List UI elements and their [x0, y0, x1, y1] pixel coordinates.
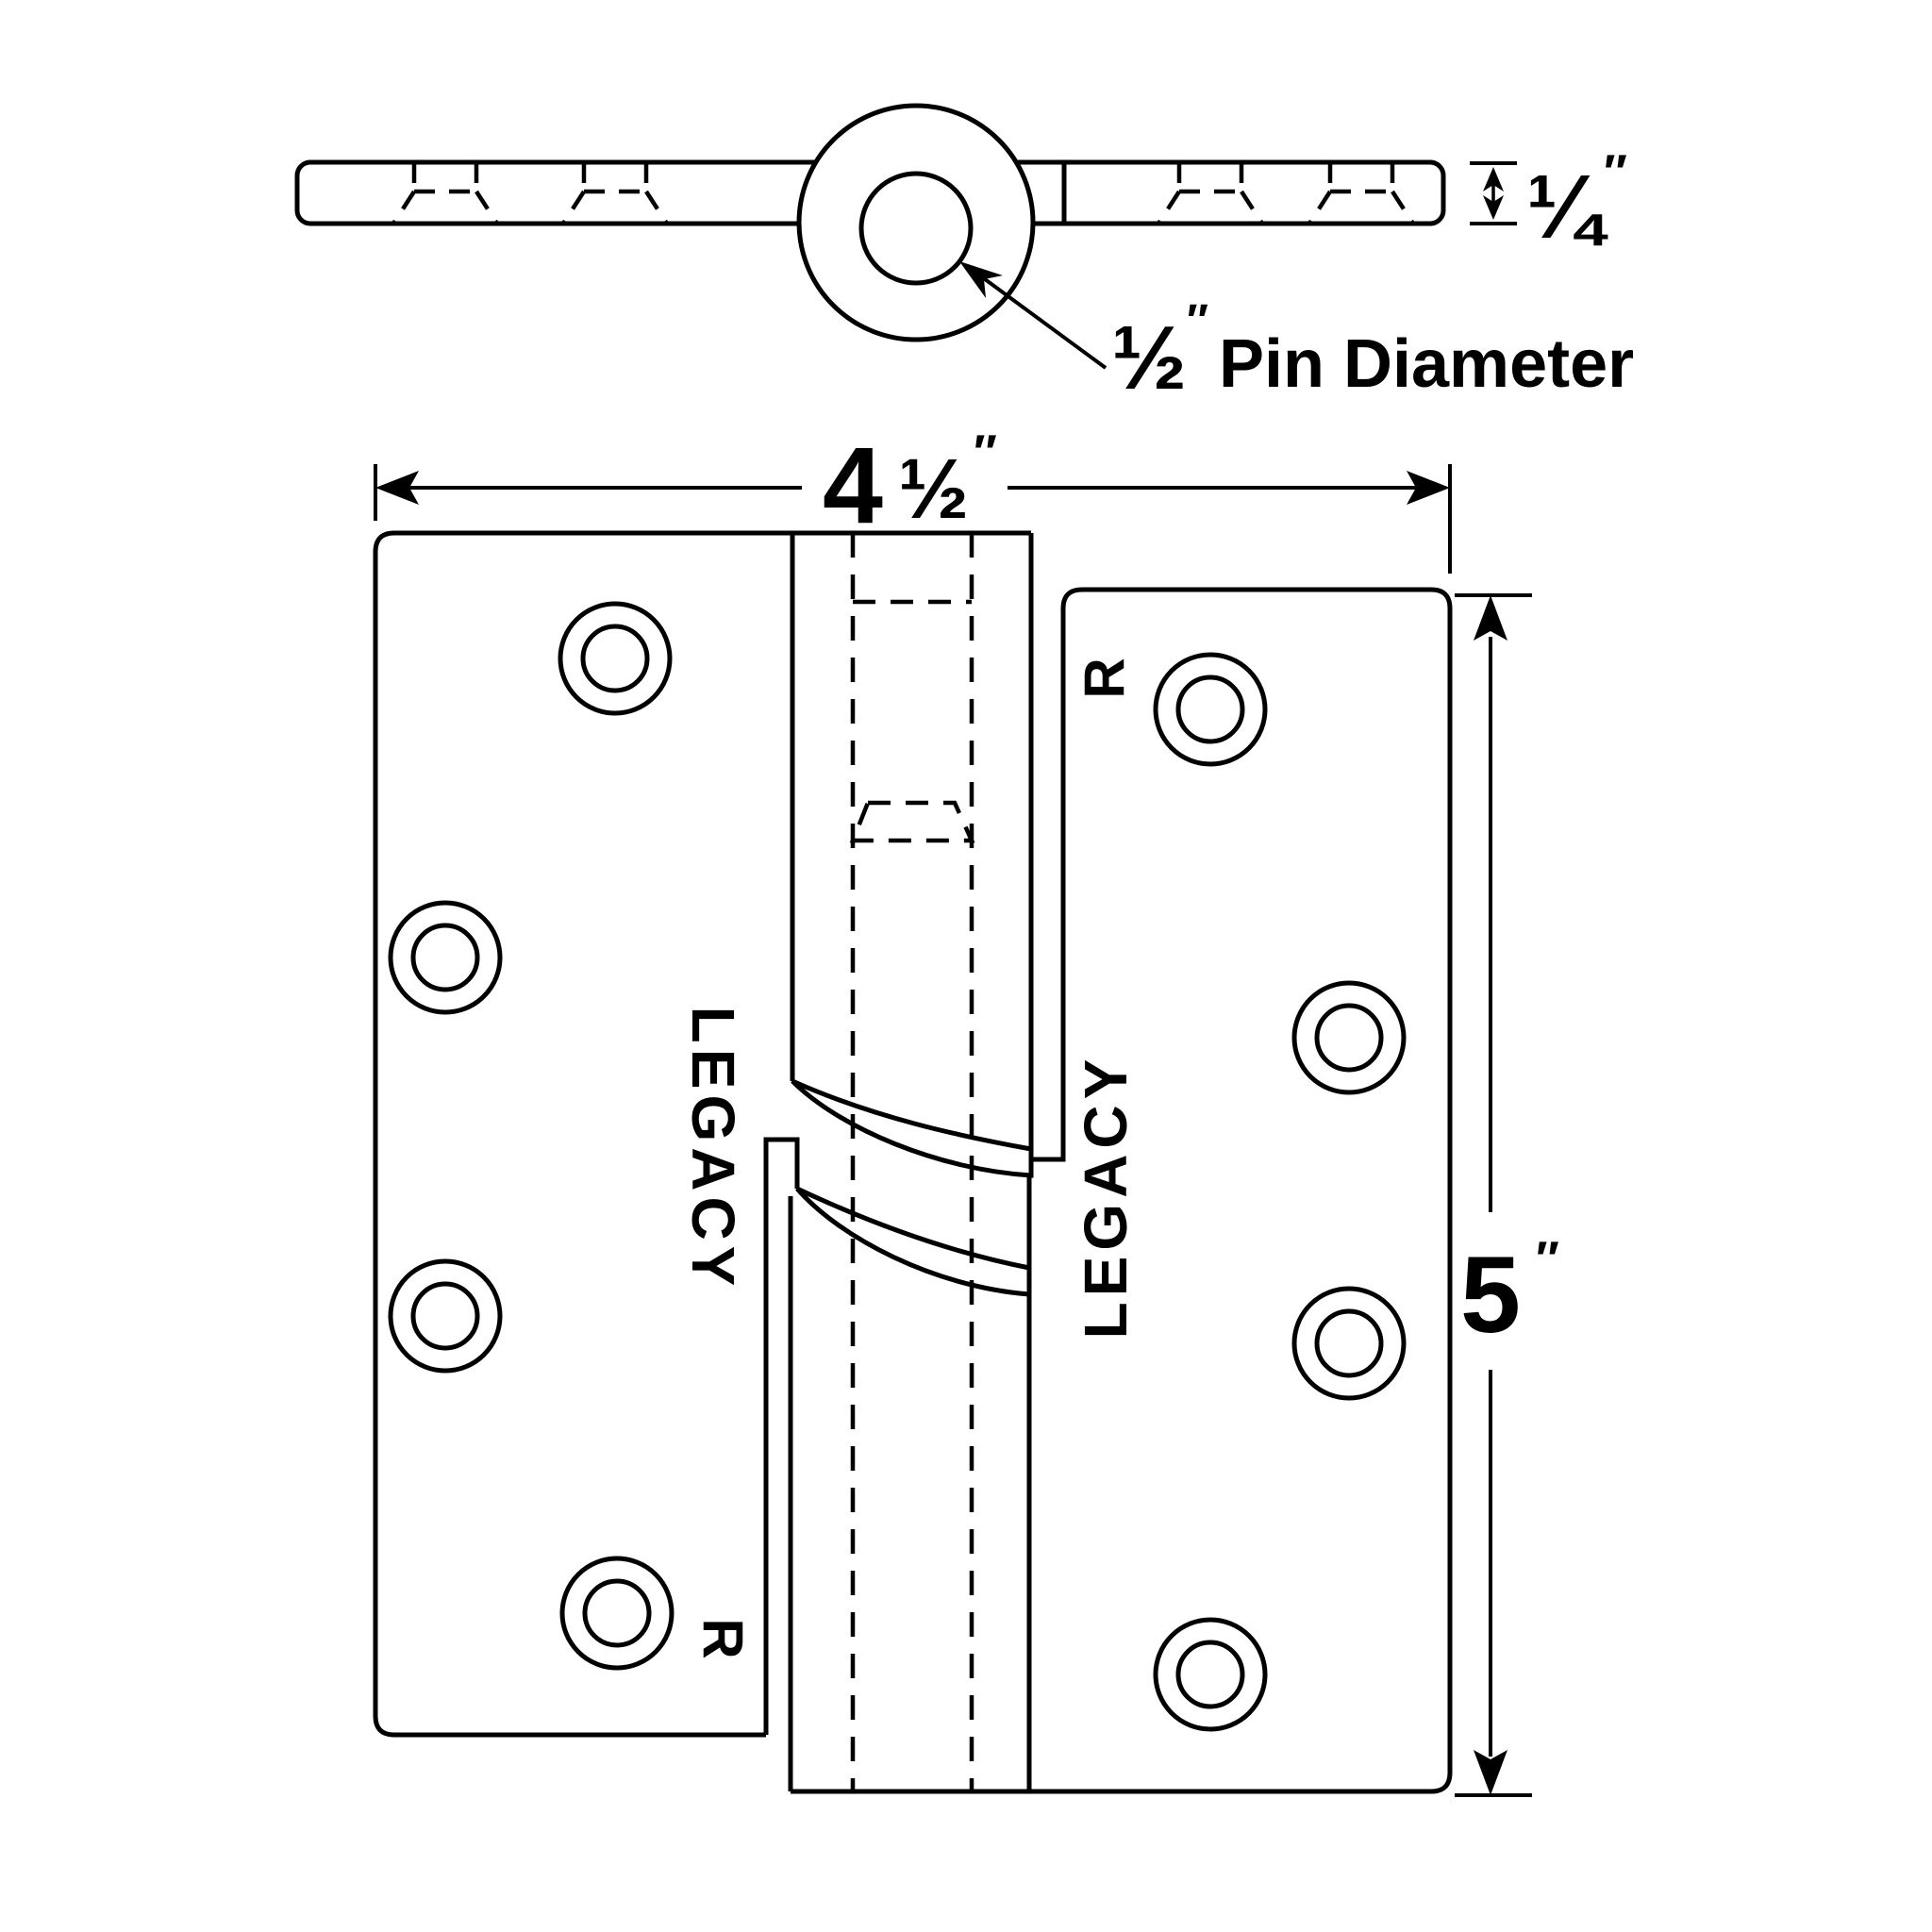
width-dim-whole: 4: [823, 425, 883, 546]
countersink-hole-2: [561, 162, 669, 225]
hand-mark-left: R: [691, 1618, 755, 1658]
top-view: [294, 103, 1446, 342]
height-dim-ticks: [1455, 593, 1532, 1797]
brand-right: LEGACY: [1072, 1054, 1140, 1340]
height-dim-arrow-up-icon: [1474, 595, 1507, 641]
height-dim-unit: ″: [1536, 1232, 1559, 1287]
thickness-dim-arrow-down-icon: [1483, 195, 1504, 220]
pin-hole: [858, 171, 974, 286]
thickness-dimension: [1470, 161, 1517, 225]
thickness-dim-ticks: [1470, 161, 1517, 225]
right-leaf-outline: [791, 587, 1453, 1794]
pin-hidden-taper: [849, 800, 975, 843]
width-dim-unit: ″: [974, 425, 997, 480]
width-dimension: [374, 464, 1452, 574]
pin-callout-text: Pin Diameter: [1219, 326, 1634, 402]
countersink-hole-3: [1157, 162, 1264, 225]
pin-callout-unit: ″: [1187, 296, 1208, 346]
brand-left: LEGACY: [679, 1007, 747, 1292]
pin-callout-leader: [959, 261, 1108, 370]
right-leaf-screw-holes: [1153, 652, 1407, 1732]
height-dim-value: 5: [1460, 1235, 1521, 1356]
width-dim-ext-lines: [374, 464, 1452, 574]
width-dim-fraction: ½: [898, 442, 969, 537]
countersink-hole-4: [1307, 162, 1415, 225]
left-leaf-screw-holes: [388, 601, 675, 1671]
thickness-dim-arrow-up-icon: [1483, 167, 1504, 192]
thickness-dim-unit: ″: [1604, 145, 1627, 200]
left-leaf-outline: [373, 530, 1031, 1738]
width-dim-arrow-left-icon: [375, 471, 419, 505]
pin-leader-arrow-icon: [959, 261, 1003, 298]
hand-mark-right: R: [1074, 658, 1137, 698]
height-dim-arrow-down-icon: [1474, 1750, 1507, 1795]
pin-callout-fraction: ½: [1111, 308, 1187, 408]
height-dimension: [1455, 593, 1532, 1797]
width-dim-arrow-right-icon: [1407, 471, 1450, 505]
lower-cam-surface: [795, 1186, 1032, 1297]
countersink-hole-1: [391, 162, 499, 225]
thickness-dim-fraction: ¼: [1526, 157, 1608, 258]
pin-leader-line: [979, 275, 1108, 370]
upper-cam-surface: [791, 1078, 1034, 1178]
front-view: [373, 530, 1453, 1794]
